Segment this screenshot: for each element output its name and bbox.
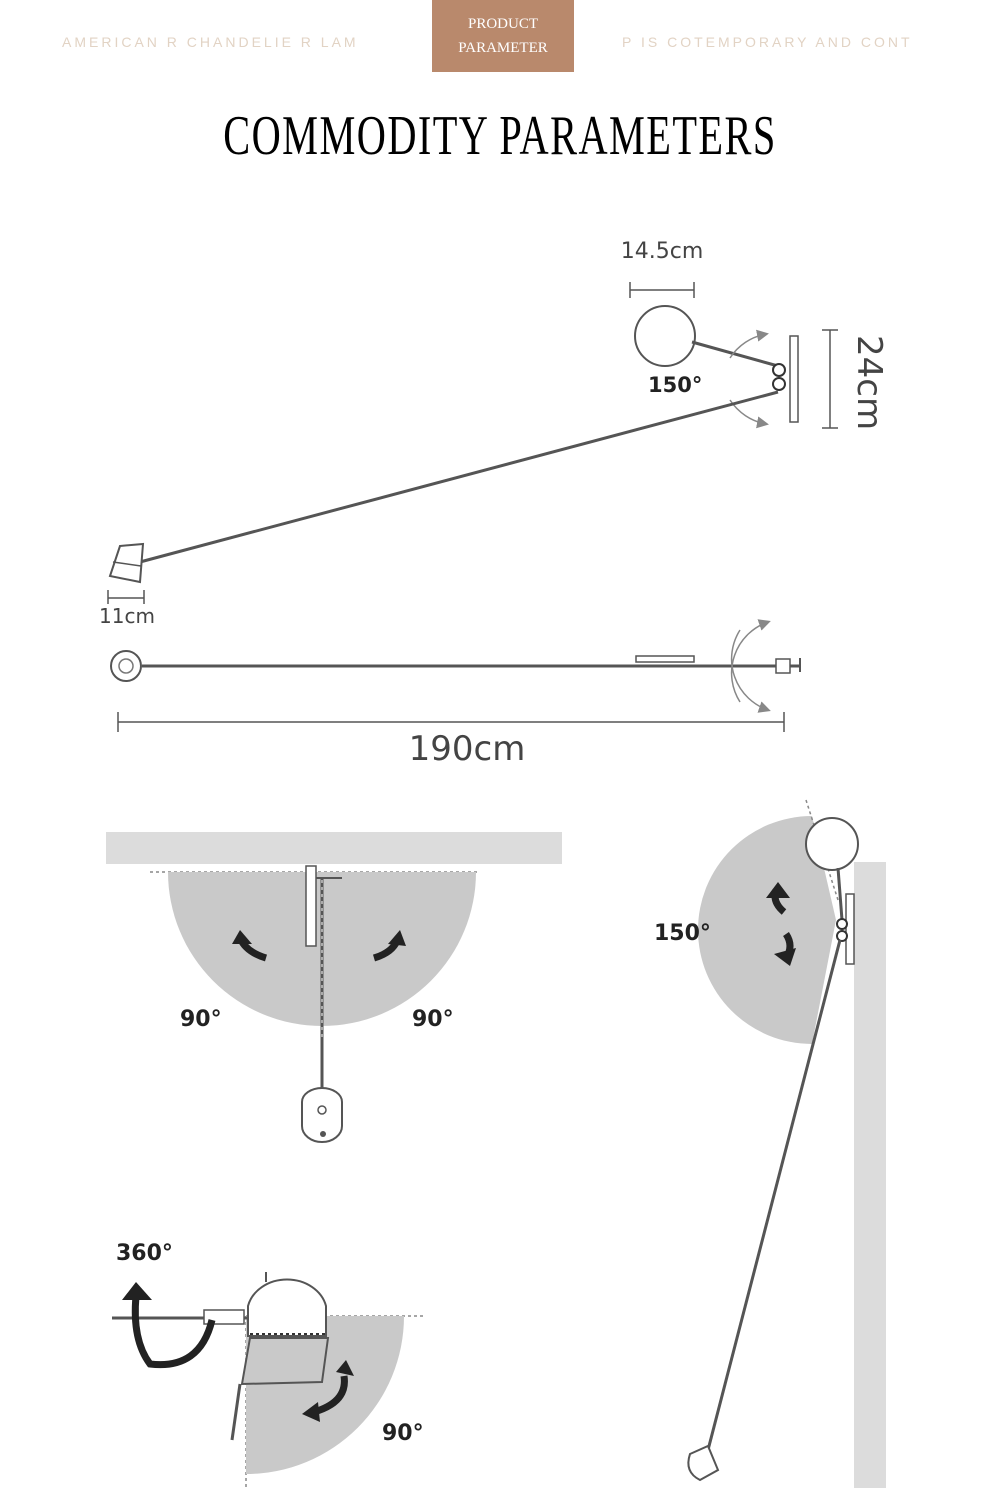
- wall-joint-knob-upper: [836, 918, 848, 930]
- spin-arrow-icon: [131, 1295, 216, 1369]
- rotate-left-arrowhead-icon: [232, 930, 252, 944]
- joint-knob-lower: [772, 377, 786, 391]
- wall-sweep-area: [698, 816, 836, 1044]
- wall-lamp-head: [805, 817, 859, 871]
- banner-left-text: AMERICAN R CHANDELIE R LAM: [62, 34, 359, 50]
- page-title: COMMODITY PARAMETERS: [223, 105, 777, 167]
- top-view-shade-inner: [118, 658, 134, 674]
- spin-arrowhead-icon: [122, 1282, 152, 1300]
- wall-joint-knob-lower: [836, 930, 848, 942]
- total-length-label: 190cm: [409, 729, 526, 769]
- rotate-right-arrowhead-icon: [388, 930, 406, 946]
- joint-angle-label: 150°: [648, 373, 702, 397]
- long-arm: [139, 390, 779, 564]
- swing-up-arrowhead-icon: [766, 882, 790, 898]
- badge-line-1: PRODUCT: [467, 16, 538, 32]
- ceiling-shade-pivot: [317, 1105, 327, 1115]
- wall-lamp-shade: [687, 1444, 720, 1482]
- head-diameter-label: 14.5cm: [621, 239, 704, 264]
- wall-rotation-drawing: 150°: [654, 799, 886, 1488]
- side-view-drawing: 14.5cm 24cm 150° 11cm: [99, 239, 889, 628]
- top-view-short-arm: [635, 655, 695, 663]
- spin-shade-bottom: [240, 1337, 330, 1386]
- wall-long-arm: [706, 939, 842, 1451]
- right-rotation-label: 90°: [412, 1007, 454, 1032]
- top-view-joint: [775, 658, 791, 674]
- wall-plate: [789, 335, 799, 423]
- ceiling-lamp-shade: [301, 1087, 343, 1143]
- top-view-rotation-arc-down: [730, 629, 771, 713]
- product-parameter-badge: PRODUCT PARAMETER: [432, 0, 574, 72]
- lamp-head-circle: [634, 305, 696, 367]
- wall-block: [854, 862, 886, 1488]
- spin-rotation-label: 360°: [116, 1241, 173, 1266]
- wall-short-arm: [836, 867, 844, 921]
- swing-down-arrowhead-icon: [774, 948, 796, 966]
- top-view-rotation-arc-up: [730, 619, 771, 703]
- left-rotation-label: 90°: [180, 1007, 222, 1032]
- rotation-arc-upper: [729, 329, 769, 359]
- ceiling-shade-dot: [320, 1131, 326, 1137]
- tilt-arrowhead-up-icon: [336, 1360, 354, 1376]
- ceiling-block: [106, 832, 562, 864]
- tilt-arrow-icon: [312, 1375, 348, 1416]
- joint-knob-upper: [772, 363, 786, 377]
- lamp-shade: [108, 542, 145, 584]
- top-view-drawing: 190cm: [110, 619, 801, 769]
- side-rotation-label: 150°: [654, 921, 711, 946]
- badge-line-2: PARAMETER: [458, 40, 548, 56]
- shade-band: [112, 561, 142, 567]
- tilt-rotation-label: 90°: [382, 1421, 424, 1446]
- banner-right-text: P IS COTEMPORARY AND CONT: [622, 34, 913, 50]
- wall-side-plate: [845, 893, 855, 965]
- spin-support-leg: [230, 1383, 242, 1441]
- short-arm: [691, 340, 779, 368]
- tilt-arrowhead-left-icon: [302, 1402, 320, 1422]
- base-height-label: 24cm: [849, 335, 889, 430]
- spin-shade-top: [247, 1278, 327, 1337]
- ceiling-mount: [305, 865, 317, 947]
- shade-tilt-drawing: 360° 90°: [112, 1241, 424, 1490]
- ceiling-rotation-drawing: 90° 90°: [106, 832, 562, 1143]
- shade-width-label: 11cm: [99, 604, 155, 628]
